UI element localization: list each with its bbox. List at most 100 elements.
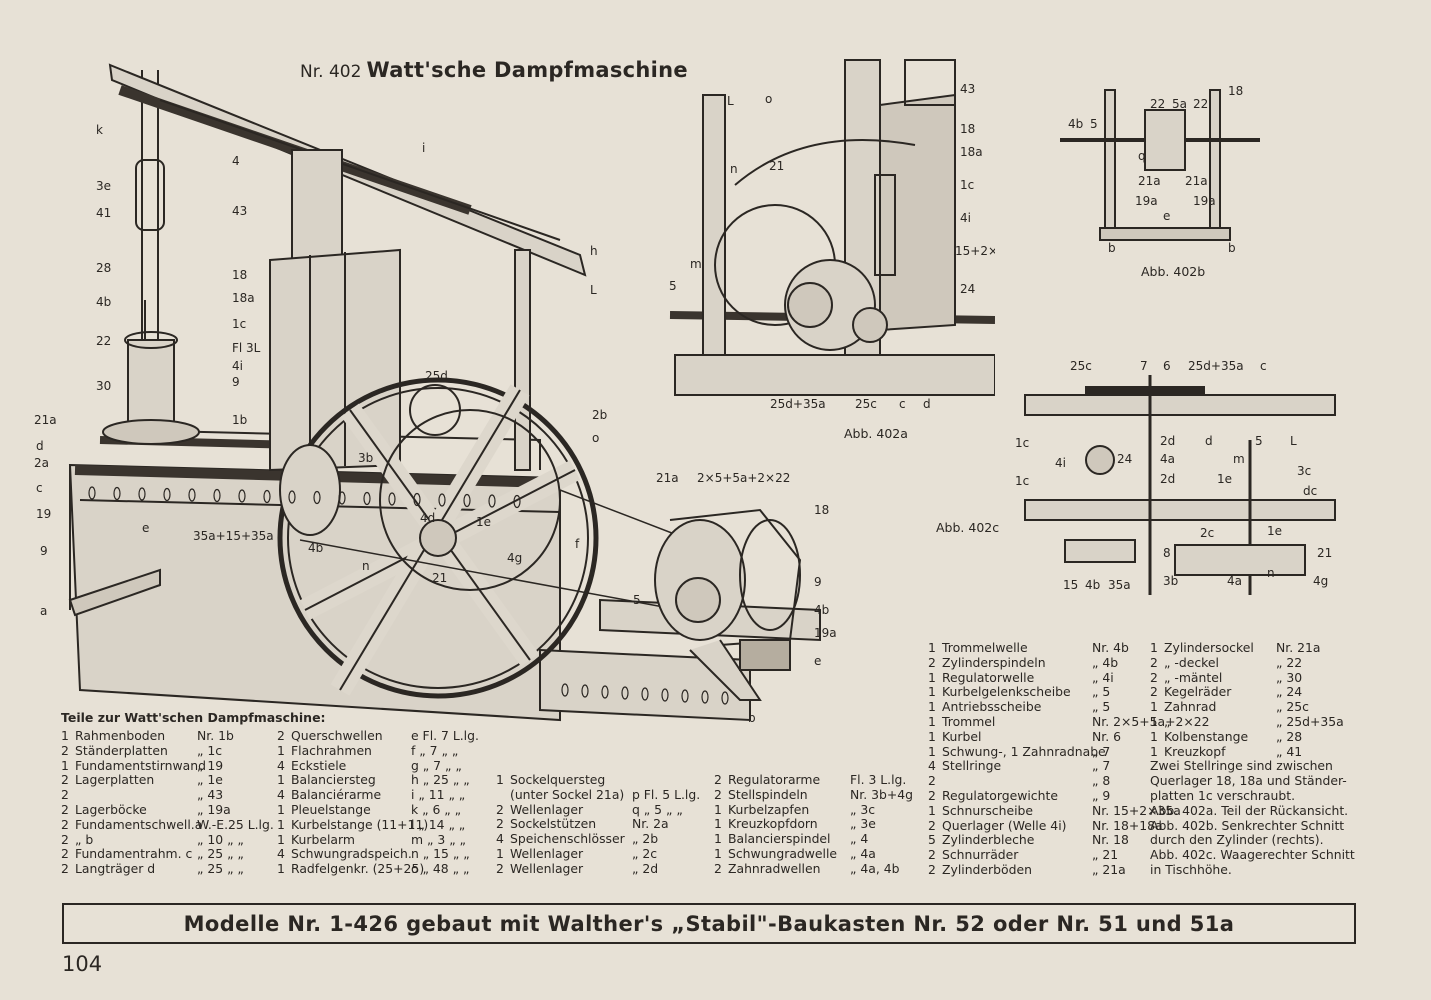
label: 1e [1217,472,1232,486]
part-name: Zylinderböden [942,861,1032,877]
part-qty: 4 [277,846,285,862]
note-line: platten 1c verschraubt. [1150,787,1296,803]
label: c [1260,359,1267,373]
part-name: „ -mäntel [1164,669,1223,685]
part-name: Flachrahmen [291,742,372,758]
labels-402a: L o n 21 m 5 43 18 18a 1c 4i 15+2×35a 24… [669,82,995,411]
part-number: „ 7 [1092,758,1111,774]
part-number: Fl. 3 L.lg. [850,772,907,787]
part-qty: 2 [1150,669,1158,685]
label: 21 [432,571,447,585]
label: 9 [232,375,240,389]
part-name: Schnurräder [942,847,1019,863]
part-number: „ 8 [1092,773,1111,789]
part-name: „ b [75,831,94,847]
label: 25c [1070,359,1092,373]
part-name: Zahnradwellen [728,860,821,876]
label: i [422,141,425,155]
part-qty: 2 [61,831,69,847]
label: 2c [1200,526,1214,540]
part-number: „ 4a [850,845,876,861]
label: 43 [960,82,975,96]
label: o [592,431,599,445]
part-number: f „ 7 „ „ [411,742,459,758]
label: 35a [1108,578,1131,592]
part-qty: 2 [277,728,285,743]
part-number: „ 25 „ „ [197,846,244,862]
label: 22 [96,334,111,348]
part-name: Wellenlager [510,860,584,876]
part-qty: 4 [277,787,285,803]
part-number: h „ 25 „ „ [411,772,470,788]
label: k [96,123,103,137]
parts-row: (unter Sockel 21a)p Fl. 5 L.lg. [496,787,708,803]
parts-row: 2„ 43 [61,787,277,803]
part-name: Kolbenstange [1164,728,1249,744]
label: 43 [232,204,247,218]
part-name: Trommelwelle [942,640,1028,655]
parts-list-header: Teile zur Watt'schen Dampfmaschine: [61,710,326,725]
part-qty: 2 [1150,654,1158,670]
part-number: „ 25c [1276,699,1309,715]
part-number: „ 2d [632,860,659,876]
part-name: Schwung-, 1 Zahnradnabe [942,743,1106,759]
label: 35a+15+35a [193,529,274,543]
label: 4g [507,551,522,565]
label: 24 [1117,452,1132,466]
label: 5 [669,279,677,293]
part-qty: 1 [277,801,285,817]
part-name: Schwungradspeich. [291,846,412,862]
part-qty: 1 [928,802,936,818]
note-line: in Tischhöhe. [1150,861,1232,877]
part-name: Regulatorwelle [942,669,1035,685]
part-number: „ 4 [850,831,869,847]
part-name: Wellenlager [510,801,584,817]
label: 1b [232,413,247,427]
label: 25d+35a [1188,359,1244,373]
label: L [1290,434,1297,448]
footer-banner: Modelle Nr. 1-426 gebaut mit Walther's „… [62,903,1356,944]
page-title: Nr. 402 Watt'sche Dampfmaschine [300,58,688,82]
label: h [590,244,598,258]
label: 2b [592,408,607,422]
label: 18 [232,268,247,282]
part-number: Nr. 18+18a [1092,817,1163,833]
part-number: „ 1e [197,772,223,788]
label: q [1138,149,1146,163]
label: 9 [814,575,822,589]
model-number: Nr. 402 [300,62,362,82]
part-number: Nr. 2a [632,816,669,832]
part-number: „ 5 [1092,699,1111,715]
part-number: „ 4a, 4b [850,860,900,876]
part-name: Zylinderspindeln [942,654,1046,670]
part-number: „ 41 [1276,743,1303,759]
label: 25d+35a [770,397,826,411]
part-qty: 2 [714,786,722,802]
note-line: Querlager 18, 18a und Ständer- [1150,773,1347,789]
part-qty: 1 [61,757,69,773]
parts-row: 2 Wellenlager „ 2d [496,860,708,877]
part-name [942,774,1092,789]
part-name: Lagerböcke [75,801,147,817]
label: 19a [814,626,837,640]
part-qty: 2 [496,860,504,876]
label: 4i [1055,456,1066,470]
part-qty: 1 [1150,713,1158,729]
part-qty: 2 [928,847,936,863]
